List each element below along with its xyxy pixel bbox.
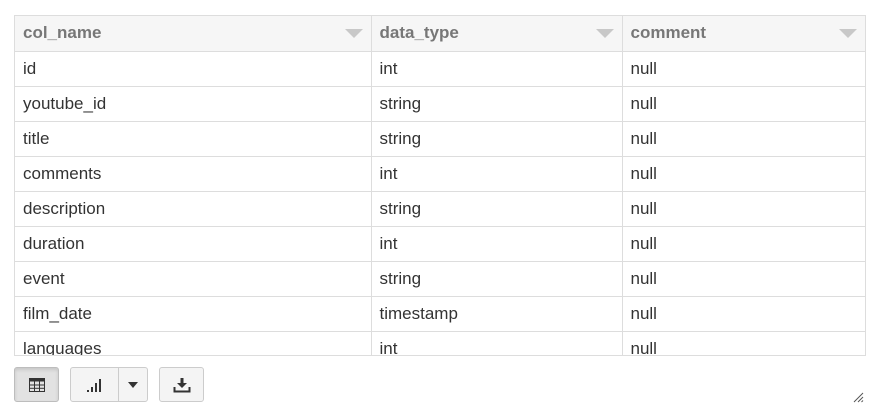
column-header-data-type[interactable]: data_type [371,16,623,52]
table-header-row: col_name data_type comment [15,16,865,52]
cell-comment: null [622,86,865,122]
cell-data-type: string [371,261,623,297]
cell-col-name: film_date [15,296,372,332]
table-row: event string null [15,261,865,297]
cell-comment: null [622,51,865,87]
bar-chart-icon [86,378,101,392]
chart-view-button[interactable] [70,367,119,402]
table-row: languages int null [15,331,865,355]
table-row: film_date timestamp null [15,296,865,332]
cell-col-name: comments [15,156,372,192]
cell-data-type: timestamp [371,296,623,332]
cell-data-type: int [371,51,623,87]
sort-caret-icon[interactable] [839,29,857,38]
cell-comment: null [622,121,865,157]
column-header-label: col_name [23,23,102,43]
cell-col-name: languages [15,331,372,355]
sort-caret-icon[interactable] [344,29,363,38]
table-view-button[interactable] [14,367,59,402]
table-row: comments int null [15,156,865,192]
cell-data-type: string [371,121,623,157]
column-header-comment[interactable]: comment [622,16,865,52]
column-header-label: comment [630,23,707,43]
download-button[interactable] [159,367,204,402]
cell-data-type: string [371,86,623,122]
cell-data-type: int [371,331,623,355]
cell-comment: null [622,191,865,227]
cell-data-type: int [371,226,623,262]
cell-col-name: duration [15,226,372,262]
table-row: id int null [15,51,865,87]
download-icon [173,377,190,392]
results-table-container[interactable]: col_name data_type comment id [14,15,866,356]
column-header-col-name[interactable]: col_name [15,16,372,52]
table-row: youtube_id string null [15,86,865,122]
table-row: title string null [15,121,865,157]
chart-type-dropdown[interactable] [118,367,148,402]
table-row: duration int null [15,226,865,262]
resize-handle-icon[interactable] [852,391,864,403]
cell-col-name: event [15,261,372,297]
results-table: col_name data_type comment id [15,16,865,355]
cell-col-name: youtube_id [15,86,372,122]
cell-comment: null [622,156,865,192]
cell-col-name: id [15,51,372,87]
cell-comment: null [622,261,865,297]
table-row: description string null [15,191,865,227]
cell-data-type: string [371,191,623,227]
cell-comment: null [622,331,865,355]
cell-col-name: title [15,121,372,157]
column-header-label: data_type [379,23,459,43]
cell-comment: null [622,296,865,332]
table-icon [28,377,45,392]
cell-data-type: int [371,156,623,192]
cell-comment: null [622,226,865,262]
sort-caret-icon[interactable] [595,29,614,38]
chevron-down-icon [128,381,138,388]
cell-col-name: description [15,191,372,227]
